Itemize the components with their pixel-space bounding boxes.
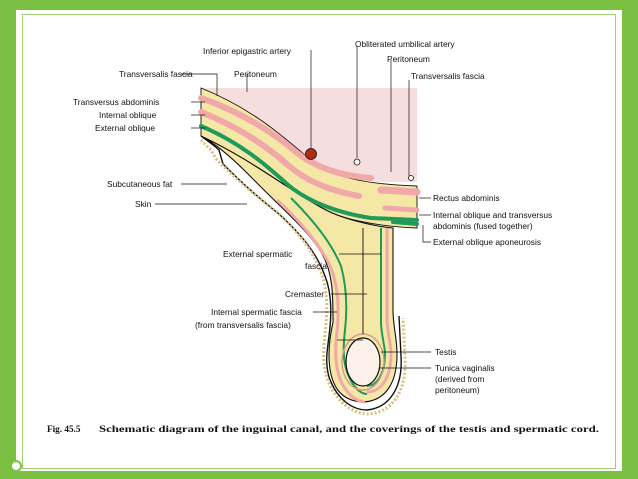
rectus-abdominis-band xyxy=(377,186,421,196)
label-skin: Skin xyxy=(135,199,152,209)
peritoneal-cavity xyxy=(201,88,417,182)
label-external-spermatic-fascia-2: fascia xyxy=(305,261,327,271)
label-peritoneum-left: Peritoneum xyxy=(234,69,277,79)
label-external-spermatic-fascia-1: External spermatic xyxy=(223,249,292,259)
caption-text: Schematic diagram of the inguinal canal,… xyxy=(99,424,599,434)
cremaster-line xyxy=(290,197,368,395)
label-obliterated-umbilical-artery: Obliterated umbilical artery xyxy=(355,39,455,49)
subcutaneous-fat-band xyxy=(199,138,407,416)
cord-right-green xyxy=(366,228,387,387)
internal-oblique-band xyxy=(198,109,362,199)
internal-spermatic-fascia-line xyxy=(366,228,393,394)
label-transversalis-fascia-right: Transversalis fascia xyxy=(411,71,485,81)
transversus-abdominis-band xyxy=(198,95,374,181)
slide-inner-border xyxy=(22,14,616,469)
label-internal-oblique-transversus-2: abdominis (fused together) xyxy=(433,221,533,231)
label-internal-spermatic-fascia-2: (from transversalis fascia) xyxy=(195,320,291,330)
label-inferior-epigastric-artery: Inferior epigastric artery xyxy=(203,46,292,56)
figure-panel: Inferior epigastric artery Obliterated u… xyxy=(41,32,606,450)
spermatic-cord-outline xyxy=(200,135,398,403)
external-oblique-band xyxy=(199,124,419,222)
fused-oblique-band xyxy=(382,205,420,213)
label-transversus-abdominis: Transversus abdominis xyxy=(73,97,159,107)
label-internal-spermatic-fascia-1: Internal spermatic fascia xyxy=(211,307,302,317)
inferior-epigastric-artery-dot xyxy=(305,148,317,160)
label-subcutaneous-fat: Subcutaneous fat xyxy=(107,179,173,189)
label-external-oblique: External oblique xyxy=(95,123,155,133)
right-small-dot xyxy=(408,175,414,181)
slide-corner-dot xyxy=(10,460,22,472)
external-spermatic-fascia-line xyxy=(275,198,366,404)
aponeurosis-band xyxy=(391,220,419,226)
label-tunica-vaginalis-2: (derived from xyxy=(435,374,484,384)
label-external-oblique-aponeurosis: External oblique aponeurosis xyxy=(433,237,541,247)
label-internal-oblique-transversus-1: Internal oblique and transversus xyxy=(433,210,552,220)
label-internal-oblique: Internal oblique xyxy=(99,110,157,120)
label-testis: Testis xyxy=(435,347,456,357)
label-tunica-vaginalis-3: peritoneum) xyxy=(435,385,480,395)
inguinal-canal-diagram: Inferior epigastric artery Obliterated u… xyxy=(47,39,599,434)
umbilical-artery-dot xyxy=(353,158,361,166)
caption-figure-number: Fig. 45.5 xyxy=(47,424,81,434)
label-transversalis-fascia-left: Transversalis fascia xyxy=(119,69,193,79)
label-rectus-abdominis: Rectus abdominis xyxy=(433,193,500,203)
label-tunica-vaginalis-1: Tunica vaginalis xyxy=(435,363,495,373)
label-peritoneum-right: Peritoneum xyxy=(387,54,430,64)
testis-shape xyxy=(345,337,381,387)
leader-lines xyxy=(155,46,431,369)
label-cremaster: Cremaster xyxy=(285,289,324,299)
